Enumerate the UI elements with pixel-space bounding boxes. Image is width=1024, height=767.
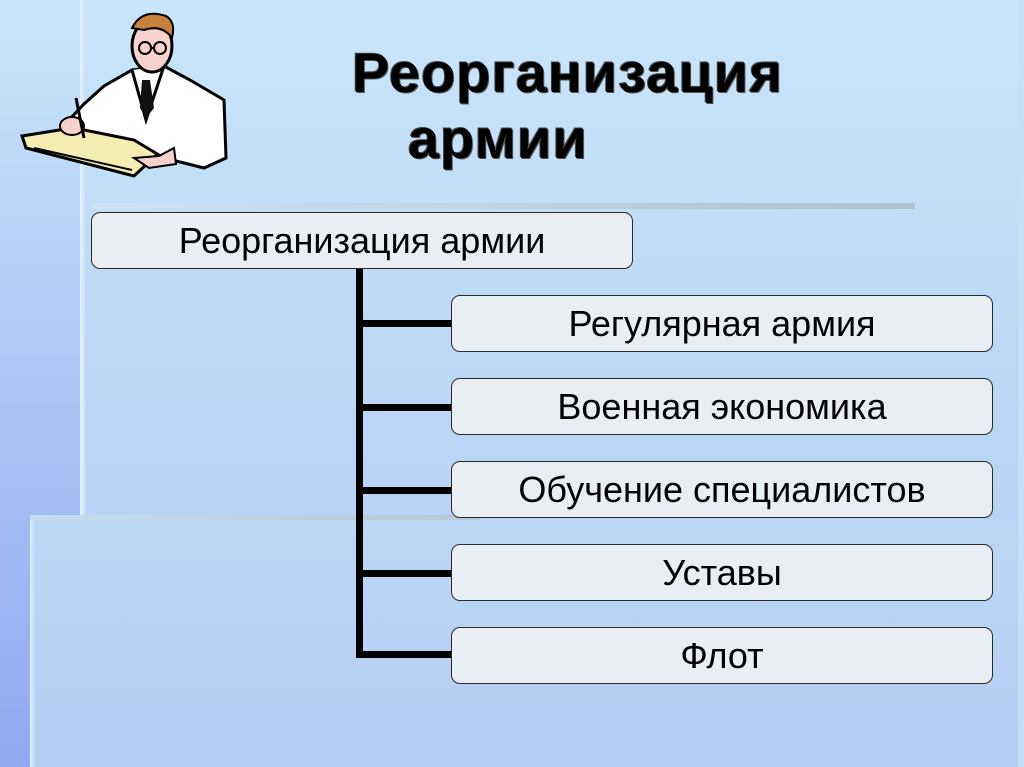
child-node-label: Флот bbox=[680, 634, 764, 676]
connector-to-child-5 bbox=[356, 651, 451, 658]
connector-to-child-1 bbox=[356, 320, 451, 327]
background-right-edge bbox=[1018, 0, 1024, 767]
connector-vertical bbox=[356, 269, 363, 658]
decorative-vertical-line-lower bbox=[30, 515, 35, 767]
child-node-label: Регулярная армия bbox=[568, 302, 876, 344]
connector-to-child-2 bbox=[356, 404, 451, 411]
child-node-label: Военная экономика bbox=[557, 385, 887, 427]
slide-title-line2: армии bbox=[408, 107, 588, 170]
root-node-label: Реорганизация армии bbox=[178, 219, 546, 261]
slide-title: Реорганизация армии bbox=[352, 40, 912, 172]
decorative-horizontal-line-top bbox=[92, 203, 915, 209]
connector-to-child-3 bbox=[356, 487, 451, 494]
diagram-child-node-military-economy: Военная экономика bbox=[451, 378, 993, 435]
diagram-child-node-regulations: Уставы bbox=[451, 544, 993, 601]
decorative-vertical-line bbox=[80, 0, 85, 767]
diagram-child-node-specialist-training: Обучение специалистов bbox=[451, 461, 993, 518]
child-node-label: Обучение специалистов bbox=[518, 468, 926, 510]
connector-to-child-4 bbox=[356, 570, 451, 577]
diagram-child-node-regular-army: Регулярная армия bbox=[451, 295, 993, 352]
child-node-label: Уставы bbox=[662, 551, 782, 593]
decorative-horizontal-line-lower bbox=[30, 515, 480, 520]
diagram-child-node-fleet: Флот bbox=[451, 627, 993, 684]
scientist-writing-icon bbox=[20, 12, 228, 178]
diagram-root-node: Реорганизация армии bbox=[91, 212, 633, 269]
slide-title-line1: Реорганизация bbox=[352, 41, 784, 104]
